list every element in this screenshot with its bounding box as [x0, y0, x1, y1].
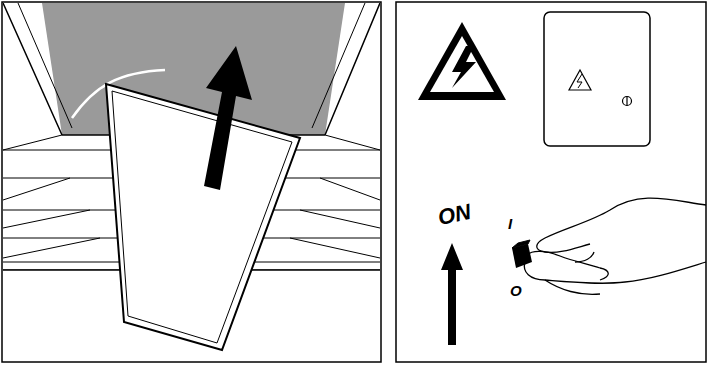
switch-position-label: I	[508, 216, 512, 231]
panel-frame	[2, 2, 381, 362]
fuse-box	[544, 12, 650, 146]
panel-frame	[396, 2, 706, 362]
warning-sign	[418, 22, 506, 100]
ceiling-panel	[106, 84, 300, 350]
on-arrow	[441, 243, 463, 345]
power-symbol	[623, 97, 632, 106]
lift-arrow	[204, 46, 252, 190]
hand	[524, 198, 706, 294]
ceiling-scene	[3, 3, 380, 361]
switch-position-label: O	[510, 283, 522, 298]
